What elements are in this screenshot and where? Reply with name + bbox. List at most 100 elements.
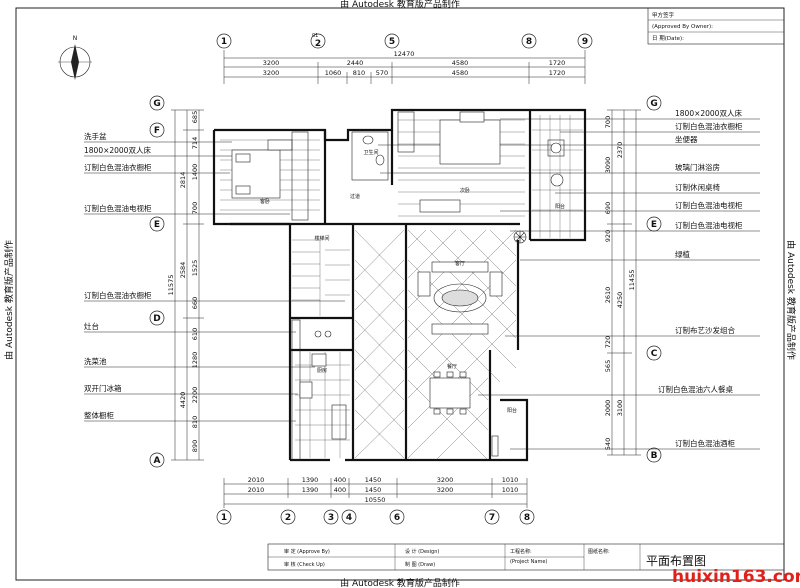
dim-right-2: 3090 [604,157,612,174]
svg-text:2: 2 [315,39,321,49]
svg-text:3: 3 [328,513,334,523]
drawing-name-label: 图纸名称: [588,548,610,555]
svg-text:2: 2 [285,513,291,523]
label-right-0: 1800×2000双人床 [675,108,742,118]
drawing-title: 平面布置图 [646,554,706,568]
room-dining: 餐厅 [447,363,457,370]
svg-text:8: 8 [526,37,532,47]
axis-bubble-top-1: 1 [216,33,232,49]
label-left-5: 灶台 [84,321,99,331]
axis-bubble-top-2: 201 [310,33,326,49]
room-stair: 楼梯间 [314,235,329,242]
svg-text:D: D [153,314,160,324]
dim-bot-r1-4: 3200 [437,476,454,484]
room-bath: 卫生间 [363,149,378,156]
axis-bubble-top-9: 9 [577,33,593,49]
dim-bot-r2-3: 1450 [365,486,382,494]
stair-treads [292,239,350,316]
check-label: 审 核 (Check Up) [284,561,325,568]
right-labels: 1800×2000双人床 订制白色混油衣橱柜 坐便器 玻璃门淋浴房 订制休闲桌椅… [378,108,760,450]
axis-bubble-bottom-4: 4 [341,509,357,525]
dim-bot-r2-4: 3200 [437,486,454,494]
dim-top-r1-0: 3200 [263,59,280,67]
room-master: 次卧 [460,187,470,194]
svg-text:G: G [650,99,657,109]
design-label: 设 计 (Design) [405,548,439,555]
dim-right-11: 540 [604,438,612,450]
label-right-7: 绿植 [675,249,690,259]
dim-left-8: 610 [191,328,199,340]
label-right-9: 订制白色混油六人餐桌 [658,384,733,394]
dim-top-r2-1: 1060 [325,69,342,77]
room-bedroom2: 客卧 [260,198,270,205]
axis-bubble-left-E: E [149,216,165,232]
axis-bubble-top-5: 5 [384,33,400,49]
owner-sign-box: 甲方签字 (Approved By Owner): 日 期(Date): [647,7,785,45]
kitchen-counter-icon [291,319,301,461]
label-left-1: 1800×2000双人床 [84,145,151,155]
label-right-4: 订制休闲桌椅 [675,182,720,192]
dim-right-9: 2000 [604,400,612,417]
owner-sign-label: 甲方签字 [652,11,675,19]
right-dimension-lines [607,109,641,456]
axis-bubble-right-C: C [646,345,662,361]
svg-text:9: 9 [582,37,588,47]
bottom-dimension-lines [223,478,528,508]
label-right-6: 订制白色混油电视柜 [675,220,743,230]
washbasin-icon [362,135,374,145]
dim-right-4: 920 [604,230,612,242]
stove-icon [314,330,322,338]
dim-left-5: 2584 [179,262,187,279]
sheet-border [15,7,785,581]
corridor-tiles [354,229,405,459]
approve-label: 审 定 (Approve By) [284,548,330,555]
dim-bot-r1-0: 2010 [248,476,265,484]
dim-bot-total: 10550 [365,496,386,504]
top-axis-bubbles: 1 201 5 8 9 [216,33,593,49]
axis-bubble-top-8: 8 [521,33,537,49]
axis-bubble-bottom-7: 7 [484,509,500,525]
dim-bot-r2-0: 2010 [248,486,265,494]
svg-text:1: 1 [221,513,227,523]
dim-right-0: 700 [604,116,612,128]
dim-right-5: 2610 [604,287,612,304]
axis-bubble-right-E: E [646,216,662,232]
axis-bubble-bottom-6: 6 [389,509,405,525]
axis-bubble-left-A: A [149,452,165,468]
dim-bot-r2-1: 1390 [302,486,319,494]
dim-top-r2-4: 4580 [452,69,469,77]
dim-right-total: 11455 [628,270,636,291]
label-right-2: 坐便器 [675,134,698,144]
left-watermark: 由 Autodesk 教育版产品制作 [3,240,15,360]
svg-text:7: 7 [489,513,495,523]
dim-right-10: 3100 [616,400,624,417]
dim-left-10: 2200 [191,387,199,404]
owner-sign-en: (Approved By Owner): [652,24,713,30]
room-names: 客卧 卫生间 次卧 过道 阳台 楼梯间 客厅 厨房 餐厅 阳台 [260,149,565,414]
svg-text:E: E [651,220,657,230]
svg-text:C: C [651,349,658,359]
right-axis-bubbles: G E C B [646,95,662,463]
label-right-10: 订制白色混油酒柜 [675,438,735,448]
svg-text:F: F [154,126,160,136]
dim-bot-r1-3: 1450 [365,476,382,484]
dim-bot-r2-2: 400 [334,486,346,494]
label-left-7: 双开门冰箱 [84,383,122,393]
dim-left-total: 11575 [167,275,175,296]
dim-bot-r1-5: 1010 [502,476,519,484]
shower-icon [547,139,565,157]
label-left-6: 洗菜池 [84,356,107,366]
room-living: 客厅 [455,260,465,267]
svg-text:1: 1 [221,37,227,47]
svg-text:E: E [154,220,160,230]
dim-right-8: 565 [604,360,612,372]
dim-left-2: 1400 [191,164,199,181]
axis-bubble-bottom-8: 8 [519,509,535,525]
dim-left-1: 714 [191,137,199,149]
top-watermark: 由 Autodesk 教育版产品制作 [340,0,460,10]
bottom-axis-bubbles: 1 2 3 4 6 7 8 [216,509,535,525]
label-left-4: 订制白色混油衣橱柜 [84,290,152,300]
dim-right-7: 720 [604,336,612,348]
axis-bubble-left-G: G [149,95,165,111]
